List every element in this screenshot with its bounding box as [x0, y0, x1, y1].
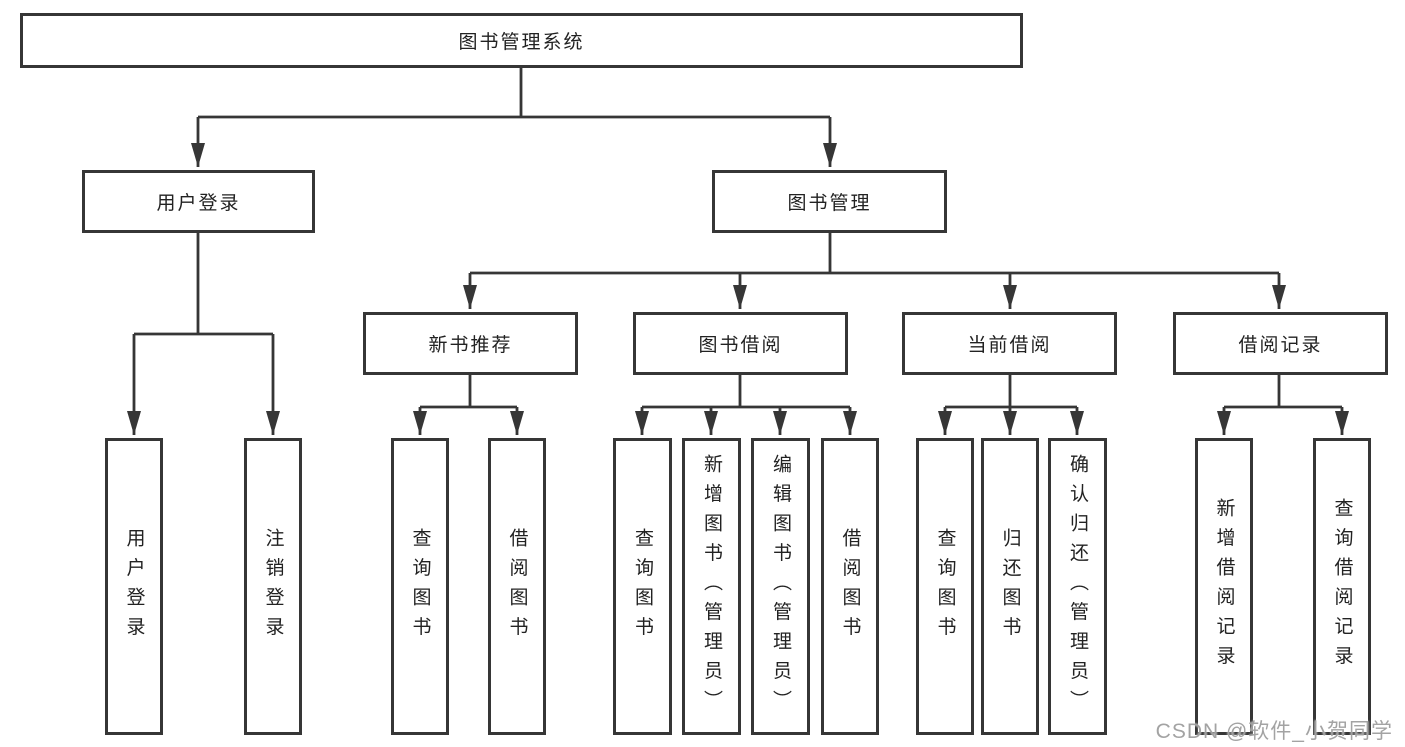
node-label: 新增借阅记录: [1213, 498, 1235, 675]
node-current-borrowing: 当前借阅: [902, 312, 1117, 375]
node-label: 归还图书: [999, 527, 1021, 646]
leaf-add-borrow-record: 新增借阅记录: [1195, 438, 1253, 735]
leaf-borrow-books-recommend: 借阅图书: [488, 438, 546, 735]
node-borrowing-records: 借阅记录: [1173, 312, 1388, 375]
node-label: 查询借阅记录: [1331, 498, 1353, 675]
leaf-add-books-admin: 新增图书（管理员）: [682, 438, 741, 735]
leaf-return-books: 归还图书: [981, 438, 1039, 735]
node-label: 用户登录: [123, 527, 145, 646]
leaf-logout-login: 注销登录: [244, 438, 302, 735]
node-label: 用户登录: [156, 193, 241, 214]
leaf-borrow-books: 借阅图书: [821, 438, 879, 735]
node-label: 编辑图书（管理员）: [770, 453, 791, 720]
leaf-confirm-return-admin: 确认归还（管理员）: [1048, 438, 1107, 735]
node-label: 查询图书: [632, 527, 653, 646]
node-label: 图书借阅: [698, 335, 783, 356]
leaf-user-login: 用户登录: [105, 438, 163, 735]
node-label: 新书推荐: [428, 335, 513, 356]
node-root-system: 图书管理系统: [20, 13, 1023, 68]
node-new-book-recommendation: 新书推荐: [363, 312, 578, 375]
node-book-management: 图书管理: [712, 170, 947, 233]
leaf-edit-books-admin: 编辑图书（管理员）: [751, 438, 810, 735]
node-label: 图书管理: [787, 193, 872, 214]
node-book-borrowing: 图书借阅: [633, 312, 848, 375]
leaf-query-books-recommend: 查询图书: [391, 438, 449, 735]
leaf-query-books-current: 查询图书: [916, 438, 974, 735]
leaf-query-books-borrow: 查询图书: [613, 438, 672, 735]
csdn-watermark: CSDN @软件_小贺同学: [1155, 720, 1393, 743]
node-user-login: 用户登录: [82, 170, 315, 233]
node-label: 借阅记录: [1238, 335, 1323, 356]
node-label: 借阅图书: [506, 527, 528, 646]
node-label: 查询图书: [409, 527, 431, 646]
node-label: 确认归还（管理员）: [1067, 453, 1088, 720]
node-label: 注销登录: [262, 527, 284, 646]
node-label: 当前借阅: [967, 335, 1052, 356]
node-label: 新增图书（管理员）: [701, 453, 722, 720]
node-label: 借阅图书: [839, 527, 861, 646]
leaf-query-borrow-record: 查询借阅记录: [1313, 438, 1371, 735]
node-label: 图书管理系统: [458, 32, 585, 53]
node-label: 查询图书: [934, 527, 956, 646]
